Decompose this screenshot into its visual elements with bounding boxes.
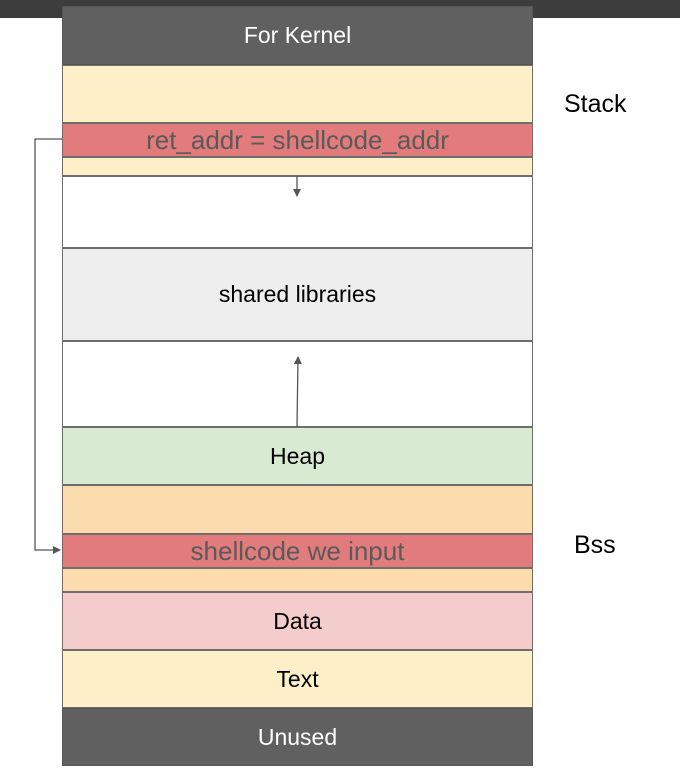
shellcode-segment: shellcode we input [62, 534, 533, 568]
shared-libraries-segment: shared libraries [62, 248, 533, 341]
data-segment: Data [62, 592, 533, 650]
stack-segment-lower [62, 157, 533, 176]
heap-segment: Heap [62, 427, 533, 485]
shellcode-label: shellcode we input [190, 535, 405, 566]
data-label: Data [273, 607, 322, 634]
shared-libraries-label: shared libraries [218, 281, 377, 307]
unused-label: Unused [257, 723, 338, 750]
text-segment: Text [62, 650, 533, 708]
stack-side-label: Stack [564, 90, 627, 118]
bss-segment-lower [62, 568, 533, 592]
bss-side-label: Bss [574, 531, 616, 559]
bss-segment-upper [62, 485, 533, 534]
heap-grow-up-arrow [293, 356, 302, 428]
redirect-arrow [34, 138, 62, 554]
heap-label: Heap [270, 442, 325, 469]
kernel-segment: For Kernel [62, 6, 533, 65]
unused-segment: Unused [62, 708, 533, 766]
ret-addr-label: ret_addr = shellcode_addr [146, 124, 449, 155]
kernel-label: For Kernel [243, 22, 352, 48]
text-label: Text [276, 665, 319, 692]
ret-addr-segment: ret_addr = shellcode_addr [62, 123, 533, 157]
stack-segment-upper [62, 65, 533, 123]
